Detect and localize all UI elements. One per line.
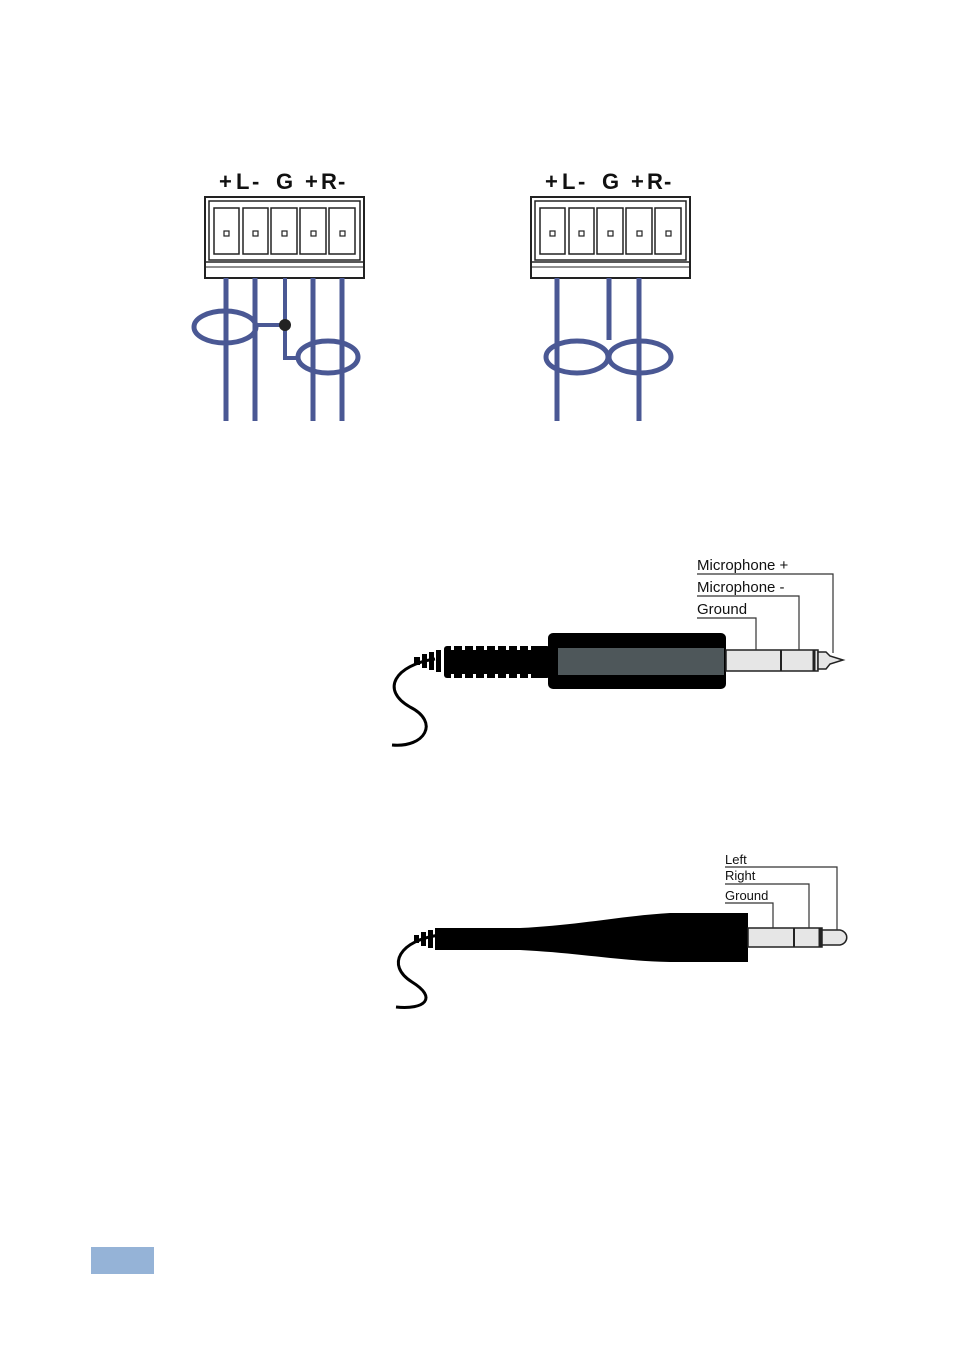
- jack-6-5mm: Microphone + Microphone - Ground: [391, 557, 846, 747]
- strain-relief: [414, 928, 440, 950]
- page-number-marker: [91, 1247, 154, 1274]
- handle: [440, 913, 748, 962]
- label-plus-r: +: [305, 169, 318, 194]
- label-minus-r: -: [664, 169, 671, 194]
- terminal-slots: [539, 207, 682, 255]
- label-right: Right: [725, 868, 756, 883]
- cable: [391, 657, 436, 747]
- label-plus-l: +: [219, 169, 232, 194]
- tip: [817, 651, 846, 670]
- leader-lines: [725, 866, 838, 930]
- sleeve-metal: [725, 649, 819, 672]
- label-minus-l: -: [578, 169, 585, 194]
- label-minus-r: -: [338, 169, 345, 194]
- screw-dots: [223, 230, 346, 237]
- label-left: Left: [725, 852, 747, 867]
- strain-relief: [414, 646, 550, 678]
- leader-lines: [697, 573, 834, 653]
- handle-highlight: [558, 648, 724, 675]
- label-plus-l: +: [545, 169, 558, 194]
- shield-loop-right: [295, 338, 361, 376]
- label-ground: Ground: [725, 888, 768, 903]
- label-r: R: [647, 169, 663, 194]
- junction-dot: [279, 319, 291, 331]
- label-r: R: [321, 169, 337, 194]
- label-g: G: [602, 169, 619, 194]
- label-l: L: [562, 169, 575, 194]
- jack-3-5mm: Left Right Ground: [395, 852, 848, 1009]
- label-microphone-plus: Microphone +: [697, 557, 789, 574]
- label-plus-r: +: [631, 169, 644, 194]
- label-g: G: [276, 169, 293, 194]
- terminal-block-left: + L - G + R -: [191, 169, 365, 421]
- sleeve-metal: [747, 927, 823, 948]
- terminal-block-right: + L - G + R -: [530, 169, 691, 421]
- screw-dots: [549, 230, 672, 237]
- wires: [543, 278, 674, 421]
- shield-loop-left: [191, 308, 259, 346]
- connector-inner: [208, 200, 361, 261]
- wires: [191, 278, 361, 421]
- label-ground: Ground: [697, 601, 747, 618]
- label-l: L: [236, 169, 249, 194]
- connector-inner: [534, 200, 687, 261]
- label-microphone-minus: Microphone -: [697, 579, 785, 596]
- tip: [821, 929, 848, 946]
- cable: [395, 933, 441, 1009]
- label-minus-l: -: [252, 169, 259, 194]
- shield-loop-right: [606, 338, 674, 376]
